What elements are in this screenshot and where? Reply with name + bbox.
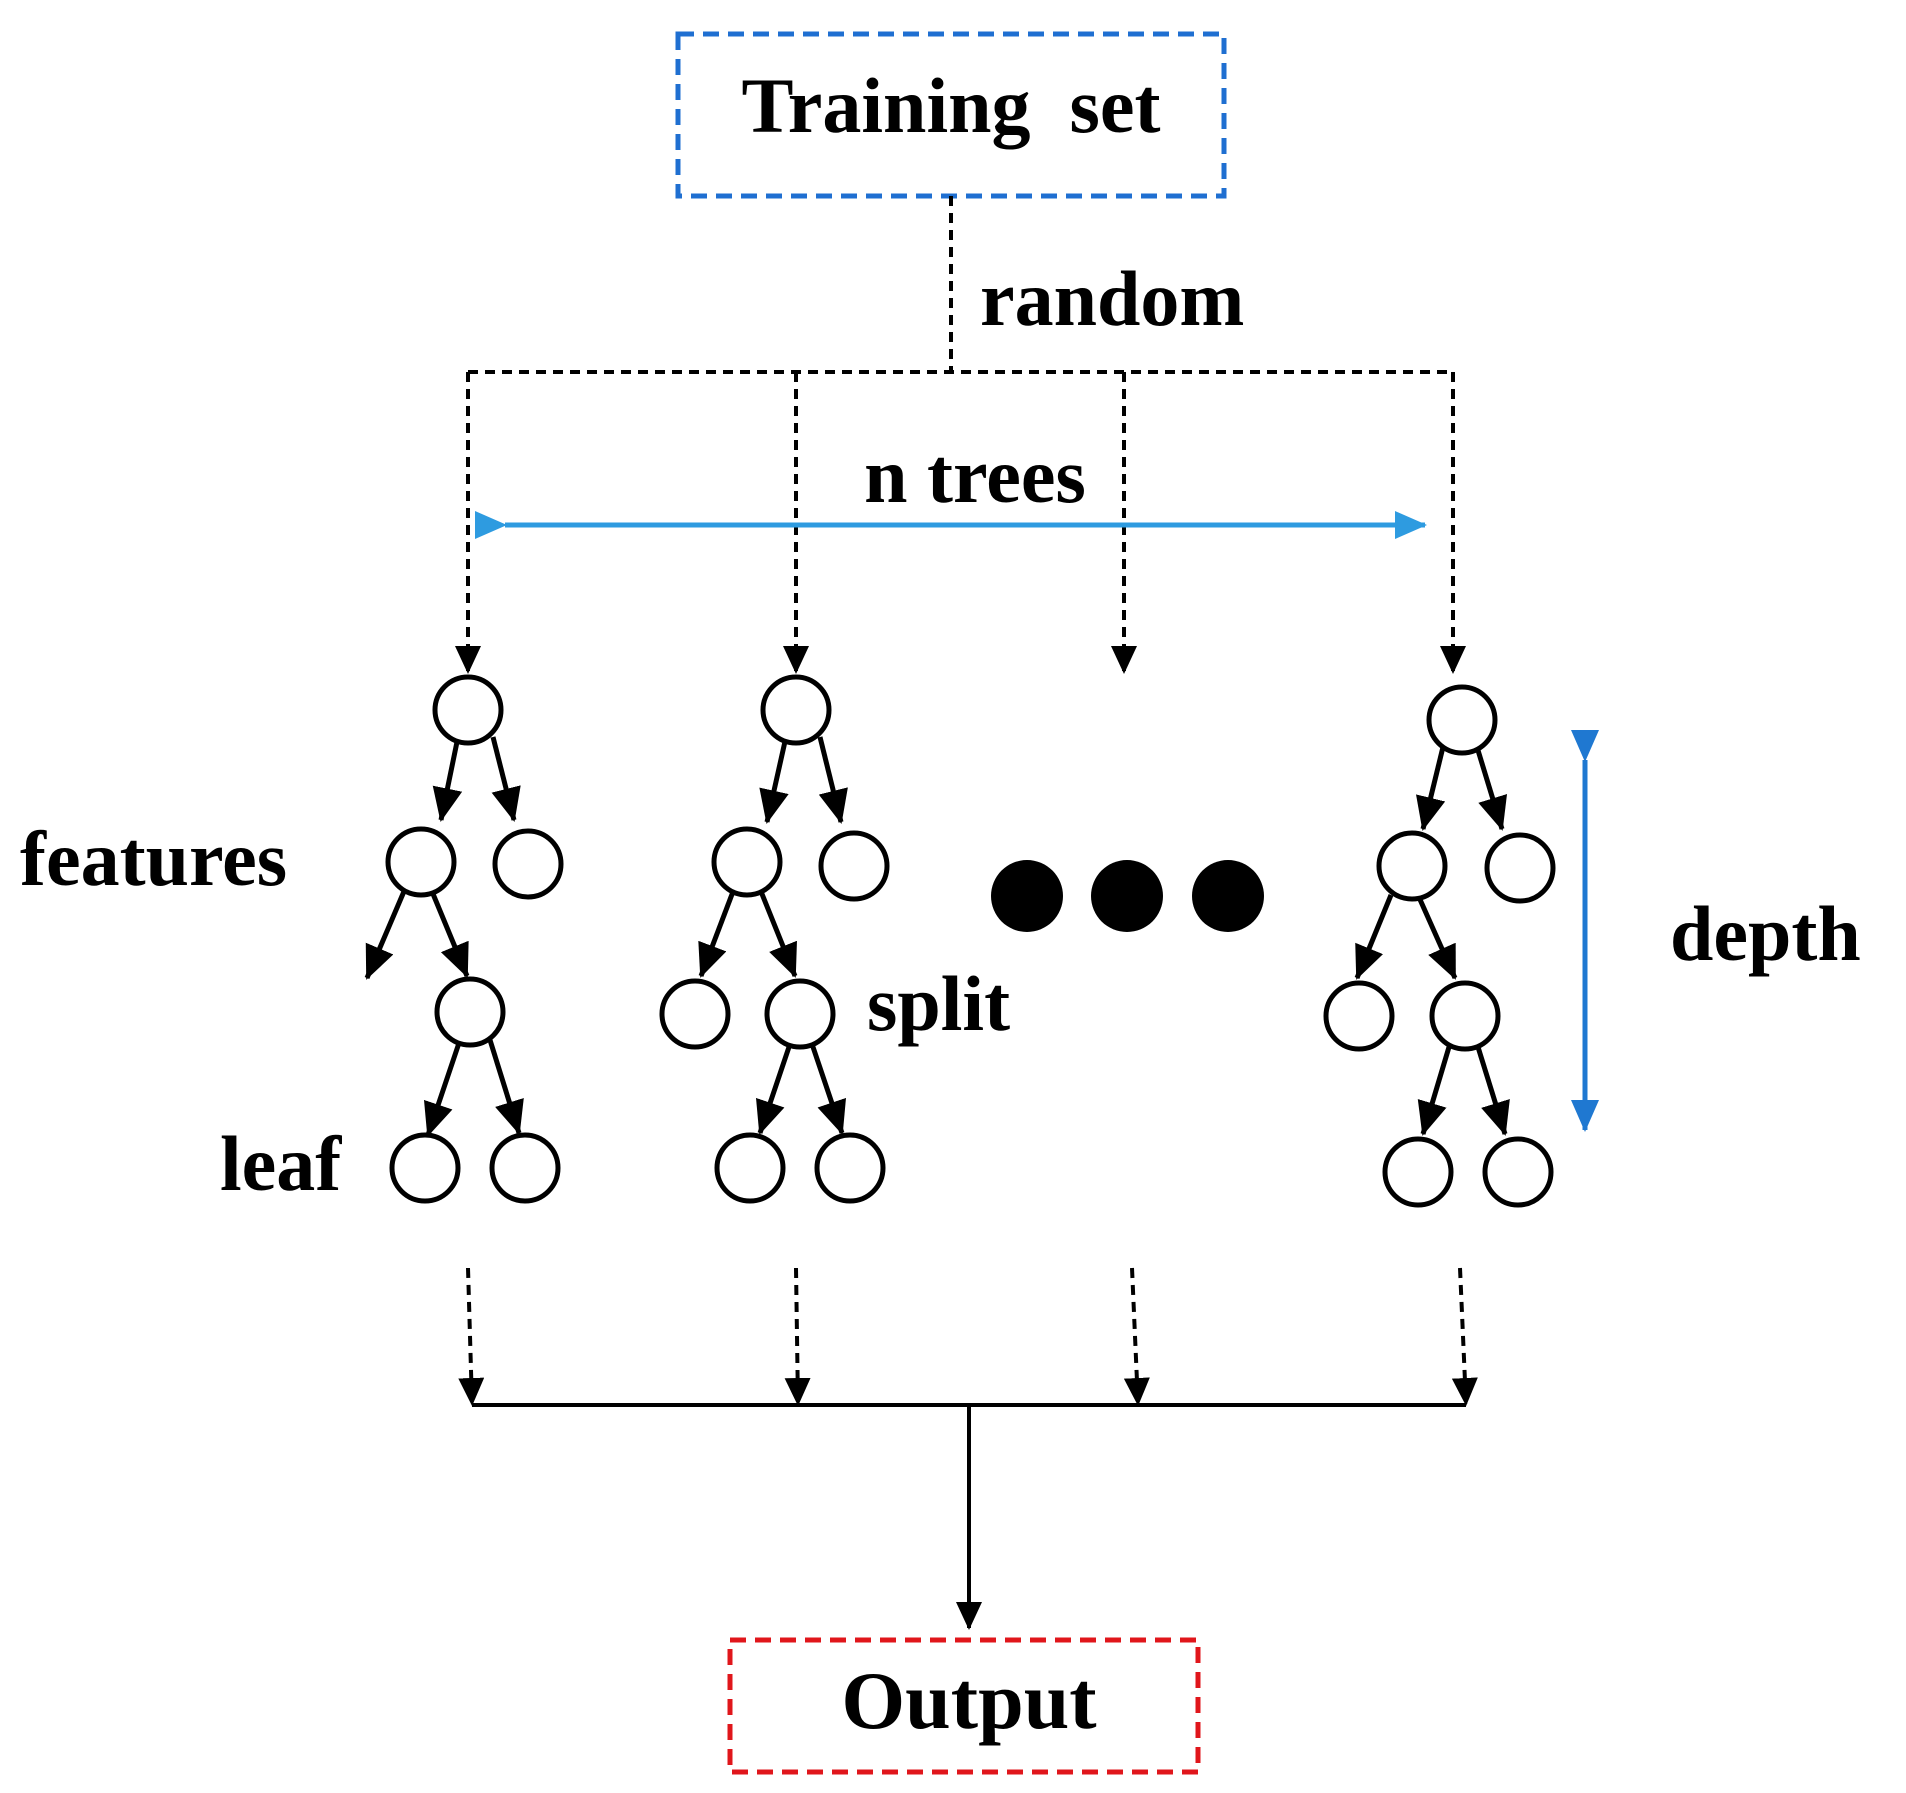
tree-1-node xyxy=(385,826,457,898)
tree-1-leaf-node xyxy=(489,1132,561,1204)
split-label: split xyxy=(867,960,1010,1047)
tree-2-node xyxy=(659,978,731,1050)
tree-2-node xyxy=(818,830,890,902)
depth-label: depth xyxy=(1670,890,1861,977)
leaf-label: leaf xyxy=(220,1120,342,1207)
output-label: Output xyxy=(841,1655,1096,1746)
training-set-box: Training set xyxy=(675,31,1227,199)
tree-3-output-arrow xyxy=(1123,1267,1150,1406)
tree-4-leaf-node xyxy=(1482,1136,1554,1208)
tree-2 xyxy=(659,674,890,1204)
tree-4-leaf-node xyxy=(1382,1136,1454,1208)
tree-4-node xyxy=(1323,980,1395,1052)
tree-1-root-node xyxy=(432,674,504,746)
training-set-label: Training set xyxy=(742,62,1161,149)
tree-2-node xyxy=(764,978,836,1050)
tree-4-node xyxy=(1429,980,1501,1052)
tree-2-leaf-node xyxy=(814,1132,886,1204)
tree-4 xyxy=(1323,684,1556,1208)
tree-4-output-arrow xyxy=(1451,1267,1478,1406)
tree-1-node xyxy=(492,828,564,900)
n-trees-label: n trees xyxy=(864,432,1086,519)
tree-1-leaf-node xyxy=(389,1132,461,1204)
tree-2-output-arrow xyxy=(784,1267,811,1406)
tree-1 xyxy=(364,674,564,1204)
tree-2-leaf-node xyxy=(714,1132,786,1204)
ellipsis-dots xyxy=(991,860,1264,932)
tree-4-node xyxy=(1484,832,1556,904)
tree-4-root-node xyxy=(1426,684,1498,756)
tree-2-root-node xyxy=(760,674,832,746)
tree-1-node xyxy=(434,976,506,1048)
output-box: Output xyxy=(727,1637,1201,1775)
features-label: features xyxy=(20,815,287,902)
random-label: random xyxy=(980,255,1244,342)
tree-1-output-arrow xyxy=(458,1267,485,1406)
tree-4-node xyxy=(1376,830,1448,902)
tree-2-node xyxy=(711,826,783,898)
